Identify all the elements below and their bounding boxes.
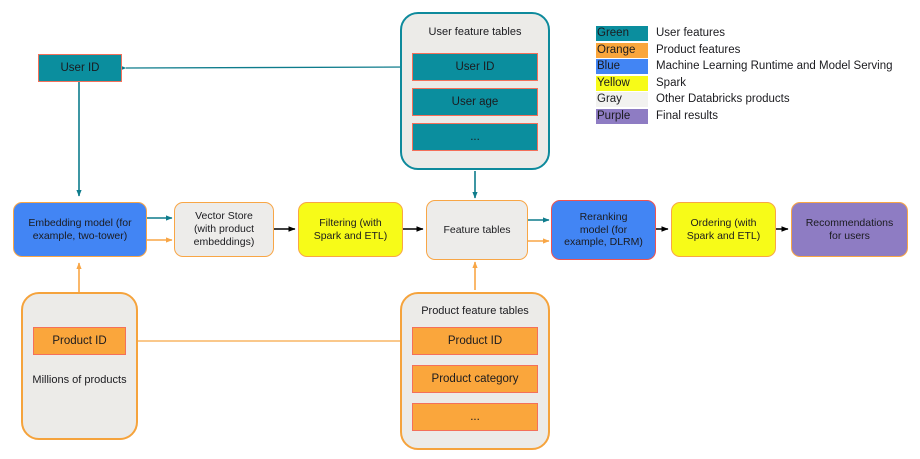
legend-row-blue: Blue Machine Learning Runtime and Model … bbox=[596, 59, 893, 76]
legend-row-orange: Orange Product features bbox=[596, 42, 893, 60]
node-filtering[interactable]: Filtering (with Spark and ETL) bbox=[298, 202, 403, 257]
edge-userfeaturetables-to-userid bbox=[119, 64, 417, 71]
legend-row-green: Green User features bbox=[596, 26, 893, 43]
panel-product-feature-tables-title: Product feature tables bbox=[421, 305, 529, 317]
chip-user-feature-user-id[interactable]: User ID bbox=[412, 53, 538, 81]
chip-user-feature-user-age[interactable]: User age bbox=[412, 88, 538, 116]
panel-user-feature-tables-title: User feature tables bbox=[428, 26, 522, 38]
legend-desc-yellow: Spark bbox=[656, 76, 687, 89]
node-reranking-model[interactable]: Reranking model (for example, DLRM) bbox=[551, 200, 656, 260]
legend-row-purple: Purple Final results bbox=[596, 108, 893, 126]
legend-desc-gray: Other Databricks products bbox=[656, 93, 790, 105]
chip-user-feature-ellipsis[interactable]: ... bbox=[412, 123, 538, 151]
legend: Green User features Orange Product featu… bbox=[596, 26, 893, 125]
chip-product-feature-ellipsis[interactable]: ... bbox=[412, 403, 538, 431]
legend-swatch-yellow: Yellow bbox=[596, 75, 648, 91]
panel-millions-of-products-caption: Millions of products bbox=[32, 374, 127, 386]
legend-swatch-gray: Gray bbox=[596, 92, 648, 107]
chip-product-feature-product-category[interactable]: Product category bbox=[412, 365, 538, 393]
legend-desc-blue: Machine Learning Runtime and Model Servi… bbox=[656, 60, 893, 72]
node-vector-store[interactable]: Vector Store (with product embeddings) bbox=[174, 202, 274, 257]
legend-swatch-orange: Orange bbox=[596, 42, 648, 58]
legend-row-gray: Gray Other Databricks products bbox=[596, 92, 893, 109]
chip-product-id-source[interactable]: Product ID bbox=[33, 327, 126, 355]
legend-swatch-blue: Blue bbox=[596, 59, 648, 74]
legend-swatch-green: Green bbox=[596, 26, 648, 41]
legend-desc-purple: Final results bbox=[656, 109, 718, 122]
legend-desc-orange: Product features bbox=[656, 43, 741, 56]
legend-row-yellow: Yellow Spark bbox=[596, 75, 893, 93]
node-feature-tables[interactable]: Feature tables bbox=[426, 200, 528, 260]
node-ordering[interactable]: Ordering (with Spark and ETL) bbox=[671, 202, 776, 257]
legend-desc-green: User features bbox=[656, 27, 726, 39]
legend-swatch-purple: Purple bbox=[596, 108, 648, 124]
node-embedding-model[interactable]: Embedding model (for example, two-tower) bbox=[13, 202, 147, 257]
node-user-id[interactable]: User ID bbox=[38, 54, 122, 82]
chip-product-feature-product-id[interactable]: Product ID bbox=[412, 327, 538, 355]
node-recommendations[interactable]: Recommendations for users bbox=[791, 202, 908, 257]
panel-millions-of-products: Millions of products bbox=[21, 292, 138, 440]
